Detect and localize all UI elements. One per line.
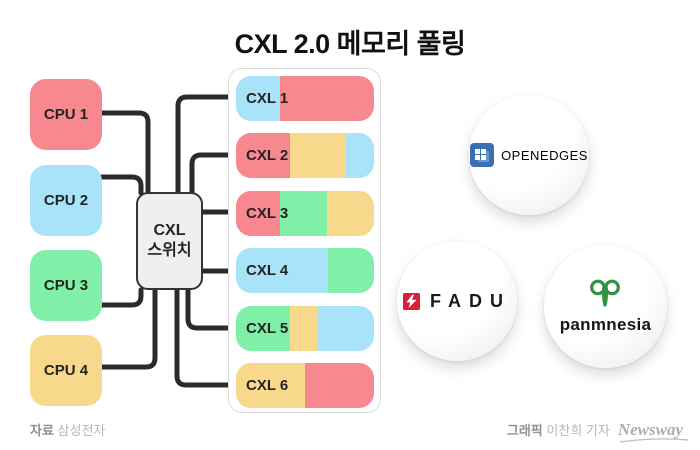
footer-credit-label: 그래픽: [506, 423, 543, 438]
footer-credit: 그래픽 이찬희 기자 Newsway: [506, 420, 688, 443]
cxl-module-label: CXL 5: [246, 320, 289, 337]
cxl-switch: CXL 스위치: [136, 192, 203, 290]
footer-source: 자료 삼성전자: [30, 420, 105, 439]
memory-segment-green: [280, 191, 328, 236]
connection-cpu3-switch: [98, 287, 144, 308]
footer-source-label: 자료: [30, 423, 54, 438]
cxl-module-label: CXL 6: [246, 377, 289, 394]
cpu-label: CPU 4: [43, 362, 89, 379]
memory-segment-red: [236, 191, 281, 236]
memory-segment-yellow: [327, 191, 374, 236]
cpu-label: CPU 3: [43, 277, 89, 294]
connection-cpu2-switch: [98, 174, 144, 196]
footer-source-value: 삼성전자: [57, 423, 106, 438]
memory-segment-yellow: [236, 363, 305, 408]
cpu-box-2: CPU 2: [30, 165, 102, 236]
cxl-module-2: CXL 2: [236, 133, 374, 178]
cpu-label: CPU 2: [43, 192, 89, 209]
connection-switch-cxl5: [185, 287, 241, 331]
fadu-bolt-icon: [403, 292, 420, 310]
cxl-module-5: CXL 5: [236, 306, 374, 351]
memory-segment-blue: [236, 76, 281, 121]
memory-segment-yellow: [289, 133, 347, 178]
cxl-module-4: CXL 4: [236, 248, 374, 293]
newsway-logo: Newsway: [618, 420, 688, 443]
cpu-box-1: CPU 1: [30, 79, 102, 150]
cxl-module-label: CXL 1: [246, 90, 289, 107]
connection-switch-cxl1: [175, 94, 241, 196]
connection-switch-cxl6: [174, 287, 241, 388]
panmnesia-logo-circle: panmnesia: [544, 245, 667, 368]
fadu-logo-circle: FADU: [397, 241, 517, 361]
newsway-underline: [619, 438, 688, 443]
cxl-module-6: CXL 6: [236, 363, 374, 408]
cxl-module-label: CXL 2: [246, 147, 289, 164]
cxl-module-3: CXL 3: [236, 191, 374, 236]
openedges-logo-circle: OPENEDGES: [469, 95, 589, 215]
page-title: CXL 2.0 메모리 풀링: [234, 29, 466, 59]
cpu-box-3: CPU 3: [30, 250, 102, 321]
panmnesia-icon: [590, 279, 621, 307]
memory-segment-green: [328, 248, 374, 293]
memory-segment-blue: [346, 133, 374, 178]
cxl-module-1: CXL 1: [236, 76, 374, 121]
memory-segment-blue: [236, 248, 329, 293]
cpu-label: CPU 1: [43, 106, 89, 123]
connection-cpu4-switch: [98, 287, 158, 370]
connection-switch-cxl2: [189, 152, 241, 196]
cpu-box-4: CPU 4: [30, 335, 102, 406]
connection-cpu1-switch: [98, 110, 151, 196]
cxl-switch-label: CXL 스위치: [147, 222, 192, 259]
memory-panel: CXL 1 CXL 2 CXL 3 CXL 4 CXL 5 CXL 6: [228, 68, 381, 413]
memory-segment-green: [236, 306, 290, 351]
openedges-icon: [470, 143, 495, 167]
memory-segment-red: [280, 76, 374, 121]
fadu-wordmark: FADU: [430, 290, 511, 311]
cxl-module-label: CXL 3: [246, 205, 289, 222]
cxl-module-label: CXL 4: [246, 262, 289, 279]
memory-segment-blue: [317, 306, 374, 351]
footer-credit-value: 이찬희 기자: [546, 423, 610, 438]
panmnesia-wordmark: panmnesia: [559, 315, 652, 334]
memory-segment-yellow: [289, 306, 318, 351]
openedges-wordmark: OPENEDGES: [501, 147, 588, 163]
memory-segment-red: [236, 133, 290, 178]
memory-segment-red: [305, 363, 374, 408]
